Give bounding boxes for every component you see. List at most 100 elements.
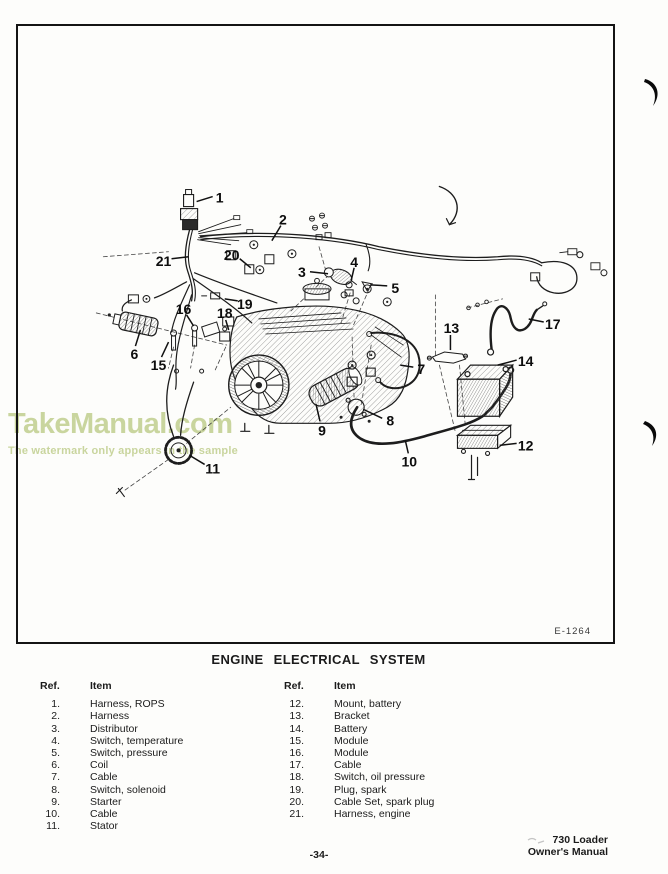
watermark-title: TakeManual.com bbox=[8, 408, 233, 440]
callout-4: 4 bbox=[350, 254, 358, 270]
item-header: Item bbox=[334, 680, 356, 692]
part-item: Cable bbox=[90, 808, 118, 821]
module-illustration bbox=[170, 316, 235, 374]
parts-row: 5. Switch, pressure bbox=[40, 747, 183, 759]
part-item: Harness bbox=[90, 710, 130, 723]
ref-header: Ref. bbox=[40, 680, 60, 692]
parts-table-left: Ref. Item 1.Harness, ROPS 2.Harness 3.Di… bbox=[40, 680, 183, 832]
part-ref: 21. bbox=[289, 808, 304, 821]
parts-row: 4.Switch, temperature bbox=[40, 735, 183, 747]
part-ref: 3. bbox=[51, 722, 60, 735]
bracket-illustration bbox=[426, 351, 468, 364]
part-ref: 10. bbox=[45, 808, 60, 821]
callout-16: 16 bbox=[176, 301, 192, 317]
callout-10: 10 bbox=[401, 453, 417, 469]
parts-row: 17.Cable bbox=[284, 759, 434, 771]
part-ref: 1. bbox=[51, 698, 60, 711]
part-ref: 18. bbox=[289, 771, 304, 784]
parts-row: 10. Cable bbox=[40, 808, 183, 820]
part-ref: 20. bbox=[289, 795, 304, 808]
callout-1: 1 bbox=[216, 190, 224, 206]
parts-row: 12. Mount, battery bbox=[284, 698, 434, 710]
part-ref: 7. bbox=[51, 771, 60, 784]
harness-connector-illustration bbox=[180, 189, 199, 231]
callout-5: 5 bbox=[391, 280, 399, 296]
part-item: Switch, oil pressure bbox=[334, 771, 426, 784]
callout-2: 2 bbox=[279, 212, 287, 228]
parts-row: 19.Plug, spark bbox=[284, 784, 434, 796]
parts-row: 15.Module bbox=[284, 735, 434, 747]
spark-plug-illustration bbox=[201, 292, 221, 300]
parts-row: 2. Harness bbox=[40, 710, 183, 722]
pressure-switch-illustration bbox=[361, 281, 374, 292]
part-ref: 4. bbox=[51, 734, 60, 747]
callout-7: 7 bbox=[417, 361, 425, 377]
parts-row: 9. Starter bbox=[40, 796, 183, 808]
part-item: Switch, pressure bbox=[90, 747, 168, 760]
callout-20: 20 bbox=[224, 247, 240, 263]
part-ref: 12. bbox=[289, 698, 304, 711]
assembly-guide-lines bbox=[95, 246, 504, 491]
part-ref: 6. bbox=[51, 759, 60, 772]
figure-panel: 1 2 3 4 5 6 7 8 9 10 11 12 13 14 15 16 1… bbox=[16, 24, 615, 644]
part-item: Cable bbox=[90, 771, 118, 784]
parts-row: 21. Harness, engine bbox=[284, 808, 434, 820]
parts-row: 3.Distributor bbox=[40, 723, 183, 735]
flywheel-illustration bbox=[228, 354, 290, 416]
main-harness-illustration bbox=[199, 185, 608, 294]
parts-row: 16.Module bbox=[284, 747, 434, 759]
callout-9: 9 bbox=[318, 422, 326, 438]
cable7-illustration bbox=[366, 330, 421, 390]
scan-artifact-mid bbox=[643, 421, 657, 446]
oil-pressure-switch-illustration bbox=[219, 326, 231, 342]
watermark-subtitle: The watermark only appears in the sample bbox=[8, 445, 238, 457]
parts-row: 11. Stator bbox=[40, 820, 183, 832]
engine-harness-illustration bbox=[121, 215, 278, 437]
part-ref: 14. bbox=[289, 722, 304, 735]
part-ref: 9. bbox=[51, 795, 60, 808]
part-item: Harness, engine bbox=[334, 808, 411, 821]
part-item: Cable bbox=[334, 759, 362, 772]
page-number: -34- bbox=[309, 849, 329, 861]
part-ref: 5. bbox=[51, 747, 60, 760]
callout-14: 14 bbox=[518, 353, 534, 369]
stator-illustration bbox=[115, 435, 194, 498]
callout-6: 6 bbox=[131, 346, 139, 362]
parts-row: 18. Switch, oil pressure bbox=[284, 771, 434, 783]
watermark: TakeManual.com The watermark only appear… bbox=[8, 410, 238, 457]
coil-illustration bbox=[112, 311, 159, 337]
wiring-diagram: 1 2 3 4 5 6 7 8 9 10 11 12 13 14 15 16 1… bbox=[95, 185, 608, 498]
parts-header: Ref. Item bbox=[284, 680, 434, 692]
callout-leader-lines bbox=[134, 195, 544, 466]
part-item: Mount, battery bbox=[334, 698, 402, 711]
battery-mount-illustration bbox=[455, 424, 513, 481]
manual-title-line1: 730 Loader bbox=[552, 834, 608, 846]
callout-12: 12 bbox=[518, 437, 534, 453]
solenoid-illustration bbox=[339, 350, 376, 423]
parts-row: 8.Switch, solenoid bbox=[40, 784, 183, 796]
part-item: Coil bbox=[90, 759, 109, 772]
part-ref: 13. bbox=[289, 710, 304, 723]
scan-artifact-top bbox=[644, 79, 658, 106]
part-ref: 16. bbox=[289, 747, 304, 760]
figure-code: E-1264 bbox=[554, 626, 591, 637]
callout-3: 3 bbox=[298, 264, 306, 280]
callout-13: 13 bbox=[444, 320, 460, 336]
part-item: Cable Set, spark plug bbox=[334, 795, 435, 808]
callout-17: 17 bbox=[545, 316, 561, 332]
callout-8: 8 bbox=[386, 412, 394, 428]
part-item: Starter bbox=[90, 795, 122, 808]
parts-row: 7. Cable bbox=[40, 771, 183, 783]
distributor-illustration bbox=[323, 267, 357, 286]
part-item: Stator bbox=[90, 820, 119, 833]
cable17-illustration bbox=[466, 299, 548, 356]
harness-terminals bbox=[226, 240, 392, 307]
part-item: Module bbox=[334, 734, 369, 747]
parts-header: Ref. Item bbox=[40, 680, 183, 692]
part-ref: 2. bbox=[51, 710, 60, 723]
figure-title: ENGINE ELECTRICAL SYSTEM bbox=[211, 652, 426, 667]
part-ref: 11. bbox=[46, 820, 60, 833]
part-item: Battery bbox=[334, 722, 368, 735]
parts-row: 6. Coil bbox=[40, 759, 183, 771]
